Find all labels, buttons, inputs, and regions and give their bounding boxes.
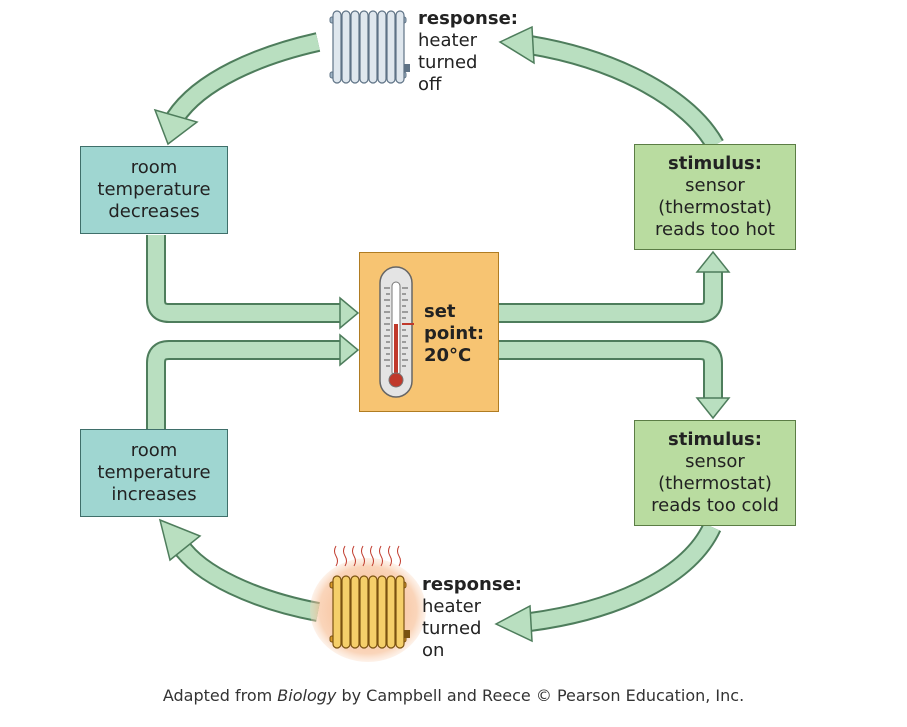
thermometer-icon [379,266,414,398]
cold-line-1: sensor [685,451,745,472]
arrowhead-hot-to-off [498,25,535,65]
arrow-increases-to-setpoint [146,340,340,430]
response-off-line-1: heater [418,30,478,51]
stimulus-too-cold-box: stimulus: sensor (thermostat) reads too … [634,420,796,526]
caption-suffix: by Campbell and Reece © Pearson Educatio… [336,686,745,705]
response-on-heading: response: [422,574,522,595]
arrow-decreases-to-setpoint [146,235,340,323]
response-off-heading: response: [418,8,518,29]
decreases-line-2: temperature [97,179,211,200]
caption-book-title: Biology [277,686,337,705]
room-temperature-increases-box: room temperature increases [80,429,228,517]
cold-heading: stimulus: [668,429,762,450]
increases-line-3: increases [111,484,197,505]
credit-caption: Adapted from Biology by Campbell and Ree… [0,686,907,705]
response-off-line-2: turned [418,52,478,73]
set-point-line-3: 20°C [424,345,472,366]
response-heater-off: response: heater turned off [418,8,518,96]
response-on-line-3: on [422,640,445,661]
hot-line-3: reads too hot [655,219,775,240]
response-on-line-1: heater [422,596,482,617]
cold-line-3: reads too cold [651,495,779,516]
stimulus-too-hot-box: stimulus: sensor (thermostat) reads too … [634,144,796,250]
hot-heading: stimulus: [668,153,762,174]
decreases-line-1: room [130,157,178,178]
set-point-label: set point: 20°C [424,301,484,367]
arrowhead-off-to-decreases [153,108,199,146]
increases-line-1: room [130,440,178,461]
arrow-hot-to-off [528,35,724,151]
increases-line-2: temperature [97,462,211,483]
decreases-line-3: decreases [108,201,200,222]
set-point-box: set point: 20°C [359,252,499,412]
set-point-line-2: point: [424,323,485,344]
caption-prefix: Adapted from [162,686,278,705]
hot-line-1: sensor [685,175,745,196]
response-off-line-3: off [418,74,442,95]
set-point-line-1: set [424,301,456,322]
radiator-hot-icon [310,545,426,662]
response-on-line-2: turned [422,618,482,639]
room-temperature-decreases-box: room temperature decreases [80,146,228,234]
cold-line-2: (thermostat) [658,473,772,494]
response-heater-on: response: heater turned on [422,574,522,662]
hot-line-2: (thermostat) [658,197,772,218]
radiator-cold-icon [329,10,410,84]
